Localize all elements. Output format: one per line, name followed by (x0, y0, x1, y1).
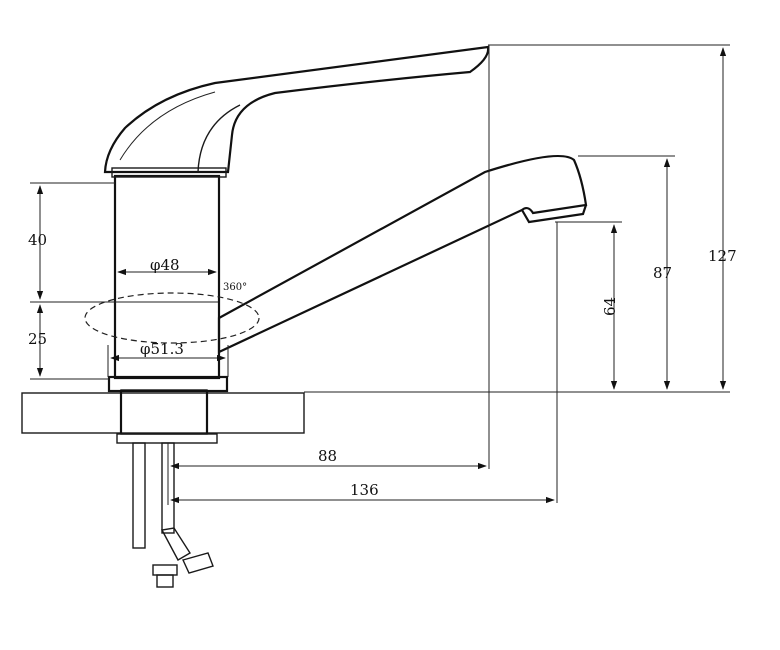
dim-extension-lines-left (30, 182, 218, 380)
dim-text-body-height: 40 (28, 231, 47, 249)
spout (217, 154, 588, 354)
countertop-section (21, 392, 305, 434)
dim-text-spout-top-height: 87 (653, 264, 672, 282)
rotation-label: 360° (223, 282, 247, 293)
dim-text-reach-outer: 136 (350, 481, 379, 499)
mounting-shank (116, 389, 218, 444)
dim-text-diameter-base: φ51.3 (140, 340, 184, 358)
supply-hose-left (132, 442, 146, 549)
dim-text-reach-inner: 88 (318, 447, 337, 465)
dim-text-total-height: 127 (708, 247, 737, 265)
faucet-base-ring (107, 375, 229, 393)
dim-text-outlet-height: 64 (601, 297, 619, 316)
dim-text-diameter-top: φ48 (150, 256, 180, 274)
supply-hose-right (152, 442, 214, 588)
rotation-ellipse (84, 292, 260, 344)
dim-extension-lines-right (304, 44, 730, 503)
faucet-body (113, 174, 221, 380)
lever-handle (103, 45, 490, 178)
dim-text-base-height: 25 (28, 330, 47, 348)
